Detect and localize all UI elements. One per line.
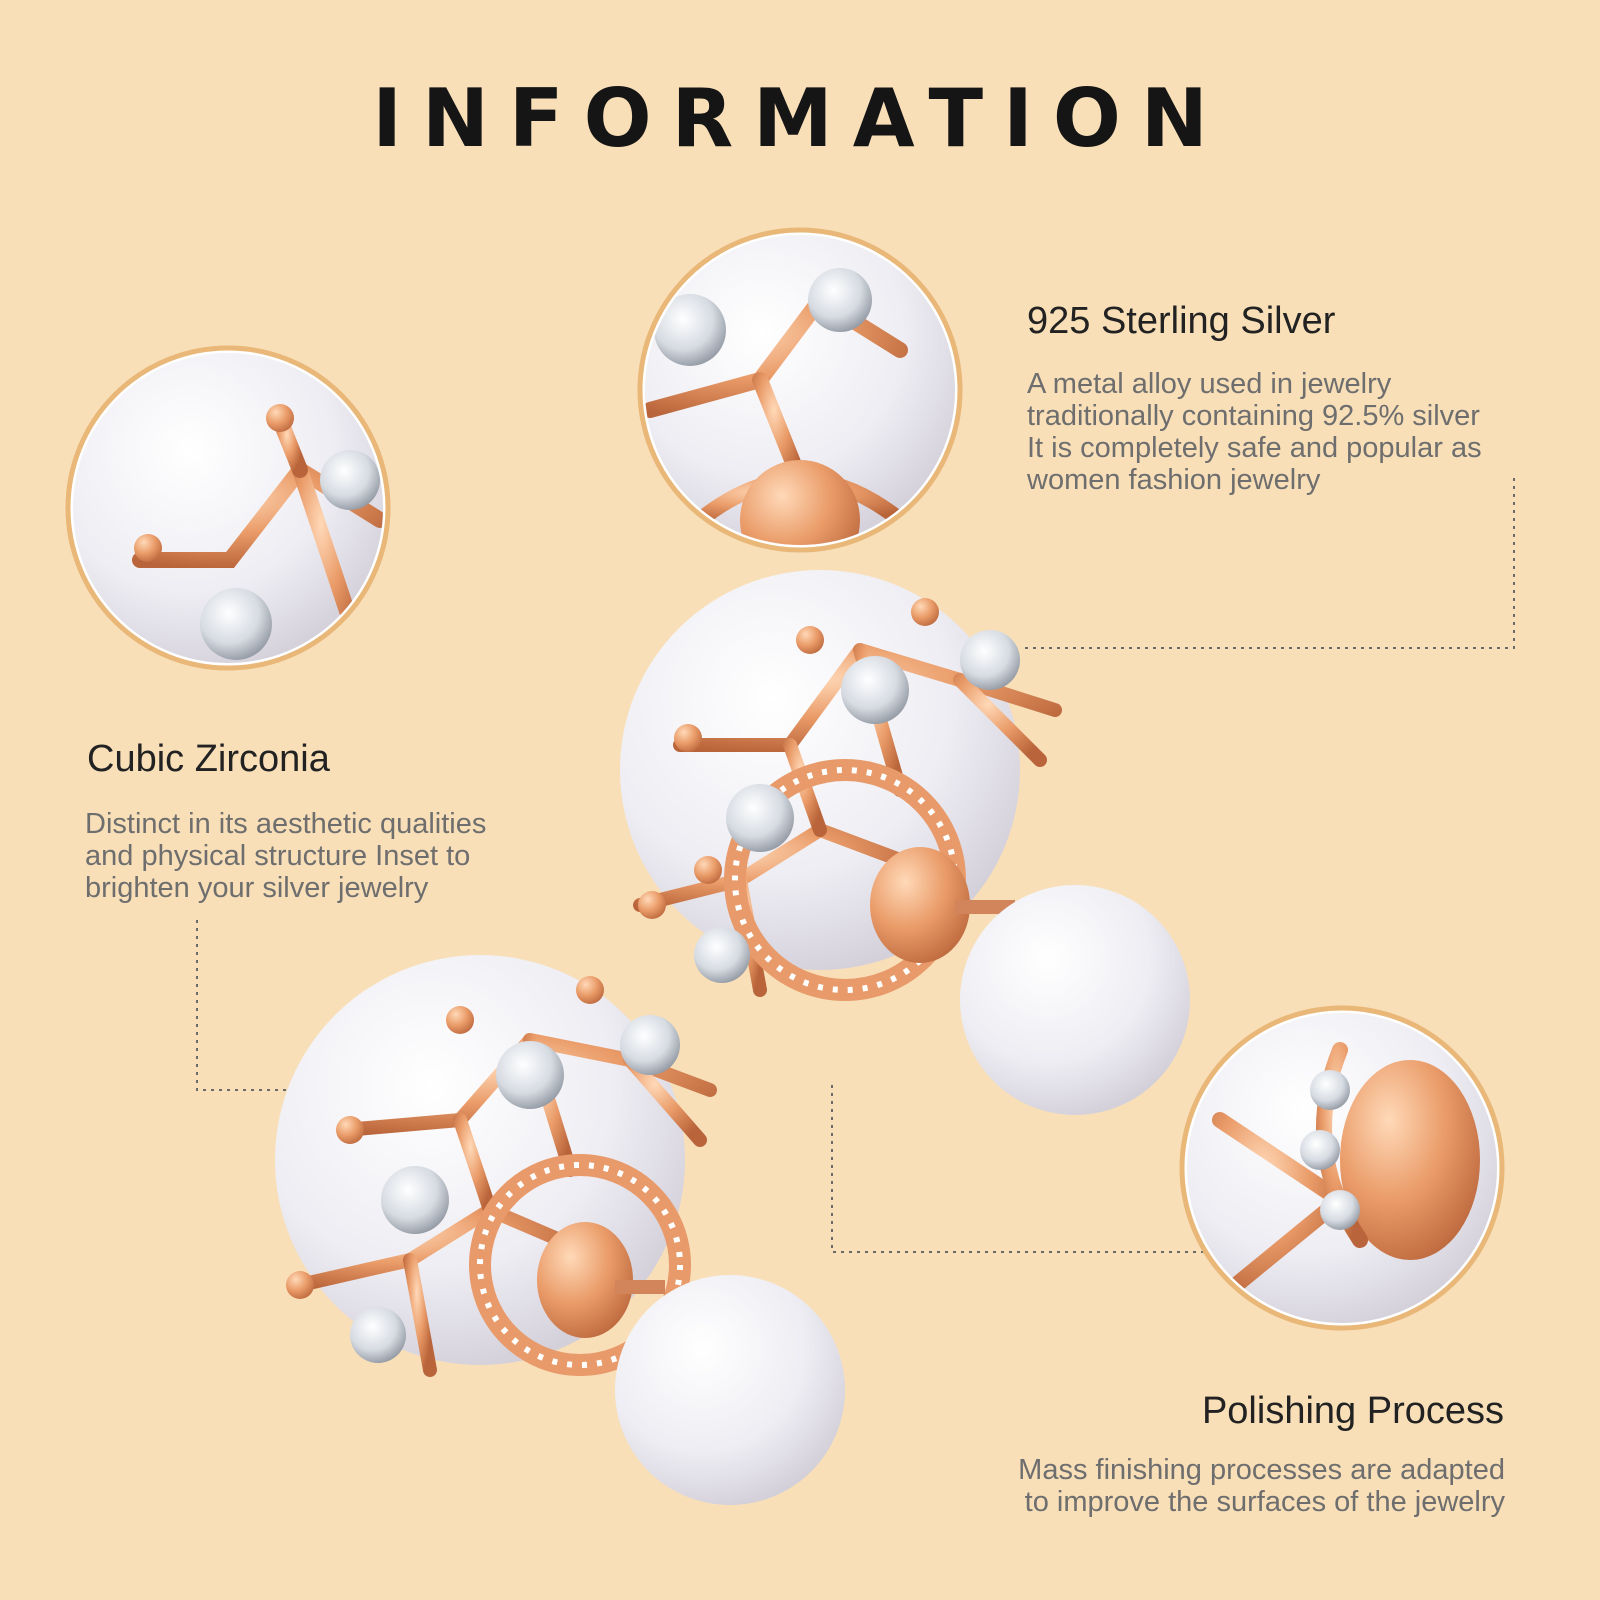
earring-upper [620, 570, 1190, 1115]
desc-line: Distinct in its aesthetic qualities [85, 808, 487, 840]
zoom-circle-left [65, 345, 391, 671]
desc-line: A metal alloy used in jewelry [1027, 368, 1392, 400]
desc-line: brighten your silver jewelry [85, 872, 429, 904]
desc-line: traditionally containing 92.5% silver [1027, 400, 1480, 432]
earring-lower [275, 955, 845, 1505]
connector-lines [196, 478, 1515, 1253]
desc-line: It is completely safe and popular as [1027, 432, 1482, 464]
desc-line: women fashion jewelry [1027, 464, 1321, 496]
feature-heading-polishing-process: Polishing Process [1201, 1390, 1504, 1432]
feature-desc-sterling-silver: A metal alloy used in jewelry traditiona… [1027, 368, 1482, 496]
feature-heading-sterling-silver: 925 Sterling Silver [1027, 300, 1336, 342]
feature-desc-polishing-process: Mass finishing processes are adapted to … [1018, 1454, 1505, 1518]
desc-line: and physical structure Inset to [85, 840, 471, 872]
zoom-circle-top [637, 227, 963, 553]
desc-line: Mass finishing processes are adapted [1018, 1454, 1505, 1486]
desc-line: to improve the surfaces of the jewelry [1024, 1486, 1505, 1518]
page-title: INFORMATION [372, 72, 1228, 165]
feature-heading-cubic-zirconia: Cubic Zirconia [87, 738, 330, 780]
zoom-circle-right [1179, 1005, 1505, 1331]
feature-desc-cubic-zirconia: Distinct in its aesthetic qualities and … [85, 808, 486, 904]
